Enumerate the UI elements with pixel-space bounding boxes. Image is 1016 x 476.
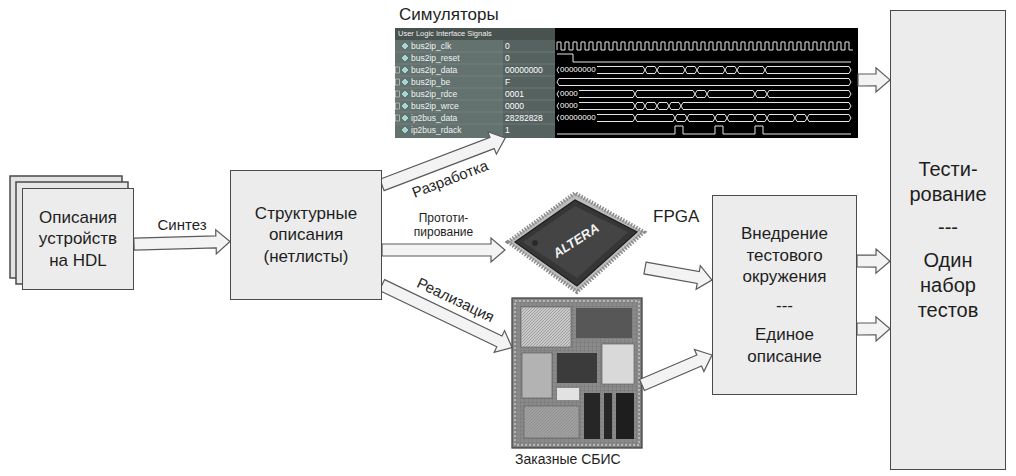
block-arrow (382, 238, 505, 262)
block-arrow (640, 350, 712, 391)
node-text: Описания устройств на HDL (29, 207, 127, 271)
signal-value: 0 (505, 40, 510, 52)
asic-die-drawing (512, 298, 642, 448)
chip-body (515, 200, 637, 286)
chip-caption: Заказные СБИС (515, 451, 621, 469)
signal-name: bus2ip_data (411, 64, 457, 76)
waveform (557, 91, 851, 98)
die-pads (515, 301, 639, 445)
die-block (524, 406, 579, 438)
section-heading: Симуляторы (399, 4, 499, 25)
fpga-chip-drawing (508, 193, 644, 292)
chip-dot (532, 240, 538, 246)
bus-value: 00000000 (559, 64, 597, 76)
signal-value: F (505, 76, 510, 88)
signal-value: 00000000 (505, 64, 543, 76)
die-body (512, 298, 642, 448)
simulator-node: Симуляторы (395, 4, 858, 138)
process-box: Внедрение тестового окружения --- Единое о… (712, 195, 857, 395)
waveform (557, 42, 853, 50)
die-texture (512, 298, 642, 448)
edge-label: Реализация (413, 273, 498, 326)
chip-logo: ALTERA (550, 220, 602, 261)
bus-value: 00000000 (559, 112, 597, 124)
signal-name: bus2ip_wrce (411, 100, 459, 112)
block-arrow (644, 262, 712, 289)
expand-boxes (396, 67, 400, 121)
signal-value: 28282828 (505, 112, 543, 124)
signal-name: bus2ip_reset (411, 52, 460, 64)
die-block (602, 344, 634, 384)
node-text: Тести- рование (901, 157, 995, 207)
value-panel (503, 40, 555, 138)
die-block (604, 393, 612, 439)
chip-top (523, 206, 628, 278)
die-block (522, 353, 552, 398)
signal-icons (401, 42, 409, 134)
edge-label: Прототи- пирование (408, 212, 480, 240)
node-text: --- (776, 295, 793, 316)
block-arrow (134, 230, 230, 254)
die-block (557, 353, 597, 383)
signal-value: 0000 (505, 100, 524, 112)
waveform (557, 126, 851, 134)
signal-name: bus2ip_clk (411, 40, 451, 52)
die-block (521, 307, 571, 347)
signal-value: 1 (505, 124, 510, 136)
simulator-screenshot (395, 28, 858, 138)
asic-node: Заказные СБИС (512, 298, 642, 448)
node-text: --- (938, 215, 958, 240)
bus-value: 0000 (559, 88, 579, 100)
signal-value: 0001 (505, 88, 524, 100)
die-block (521, 307, 571, 347)
waveform-panel (555, 28, 858, 138)
block-arrow (857, 317, 890, 341)
node-text: Один набор тестов (901, 248, 995, 323)
node-text: Внедрение тестового окружения (719, 223, 850, 287)
panel-title: User Logic Interface Signals (398, 28, 492, 40)
waveform (557, 54, 851, 62)
block-arrow (380, 132, 505, 191)
document-stack: Описания устройств на HDL (22, 188, 134, 290)
block-arrow (857, 249, 890, 273)
node-text: Единое описание (719, 324, 850, 367)
waveform (557, 79, 851, 86)
die-block (584, 393, 600, 439)
chip-pins (508, 193, 644, 292)
signal-name: bus2ip_rdce (411, 88, 457, 100)
netlist-box: Структурные описания (нетлисты) (230, 170, 382, 300)
signal-panel (395, 28, 503, 138)
row-separators (395, 52, 555, 124)
waveform (557, 103, 851, 110)
block-arrow (858, 68, 890, 92)
chip-caption: FPGA (653, 206, 699, 227)
die-block (616, 393, 634, 439)
node-text: Структурные описания (нетлисты) (237, 203, 375, 267)
waveform (557, 67, 851, 74)
signal-value: 0 (505, 52, 510, 64)
waveforms (557, 42, 853, 134)
bus-value: 0000 (559, 100, 579, 112)
edge-label: Синтез (157, 216, 208, 233)
signal-name: bus2ip_be (411, 76, 450, 88)
panel-header (395, 28, 555, 40)
die-block (524, 406, 579, 438)
process-box: Тести- рование --- Один набор тестов (890, 10, 1006, 470)
edge-label: Разработка (409, 156, 492, 201)
die-block (576, 308, 632, 338)
signal-name: ip2bus_data (411, 112, 457, 124)
block-arrow (379, 280, 512, 353)
signal-name: ip2bus_rdack (411, 124, 462, 136)
fpga-node: FPGA (505, 192, 645, 292)
die-block (557, 388, 579, 400)
waveform (557, 115, 851, 122)
